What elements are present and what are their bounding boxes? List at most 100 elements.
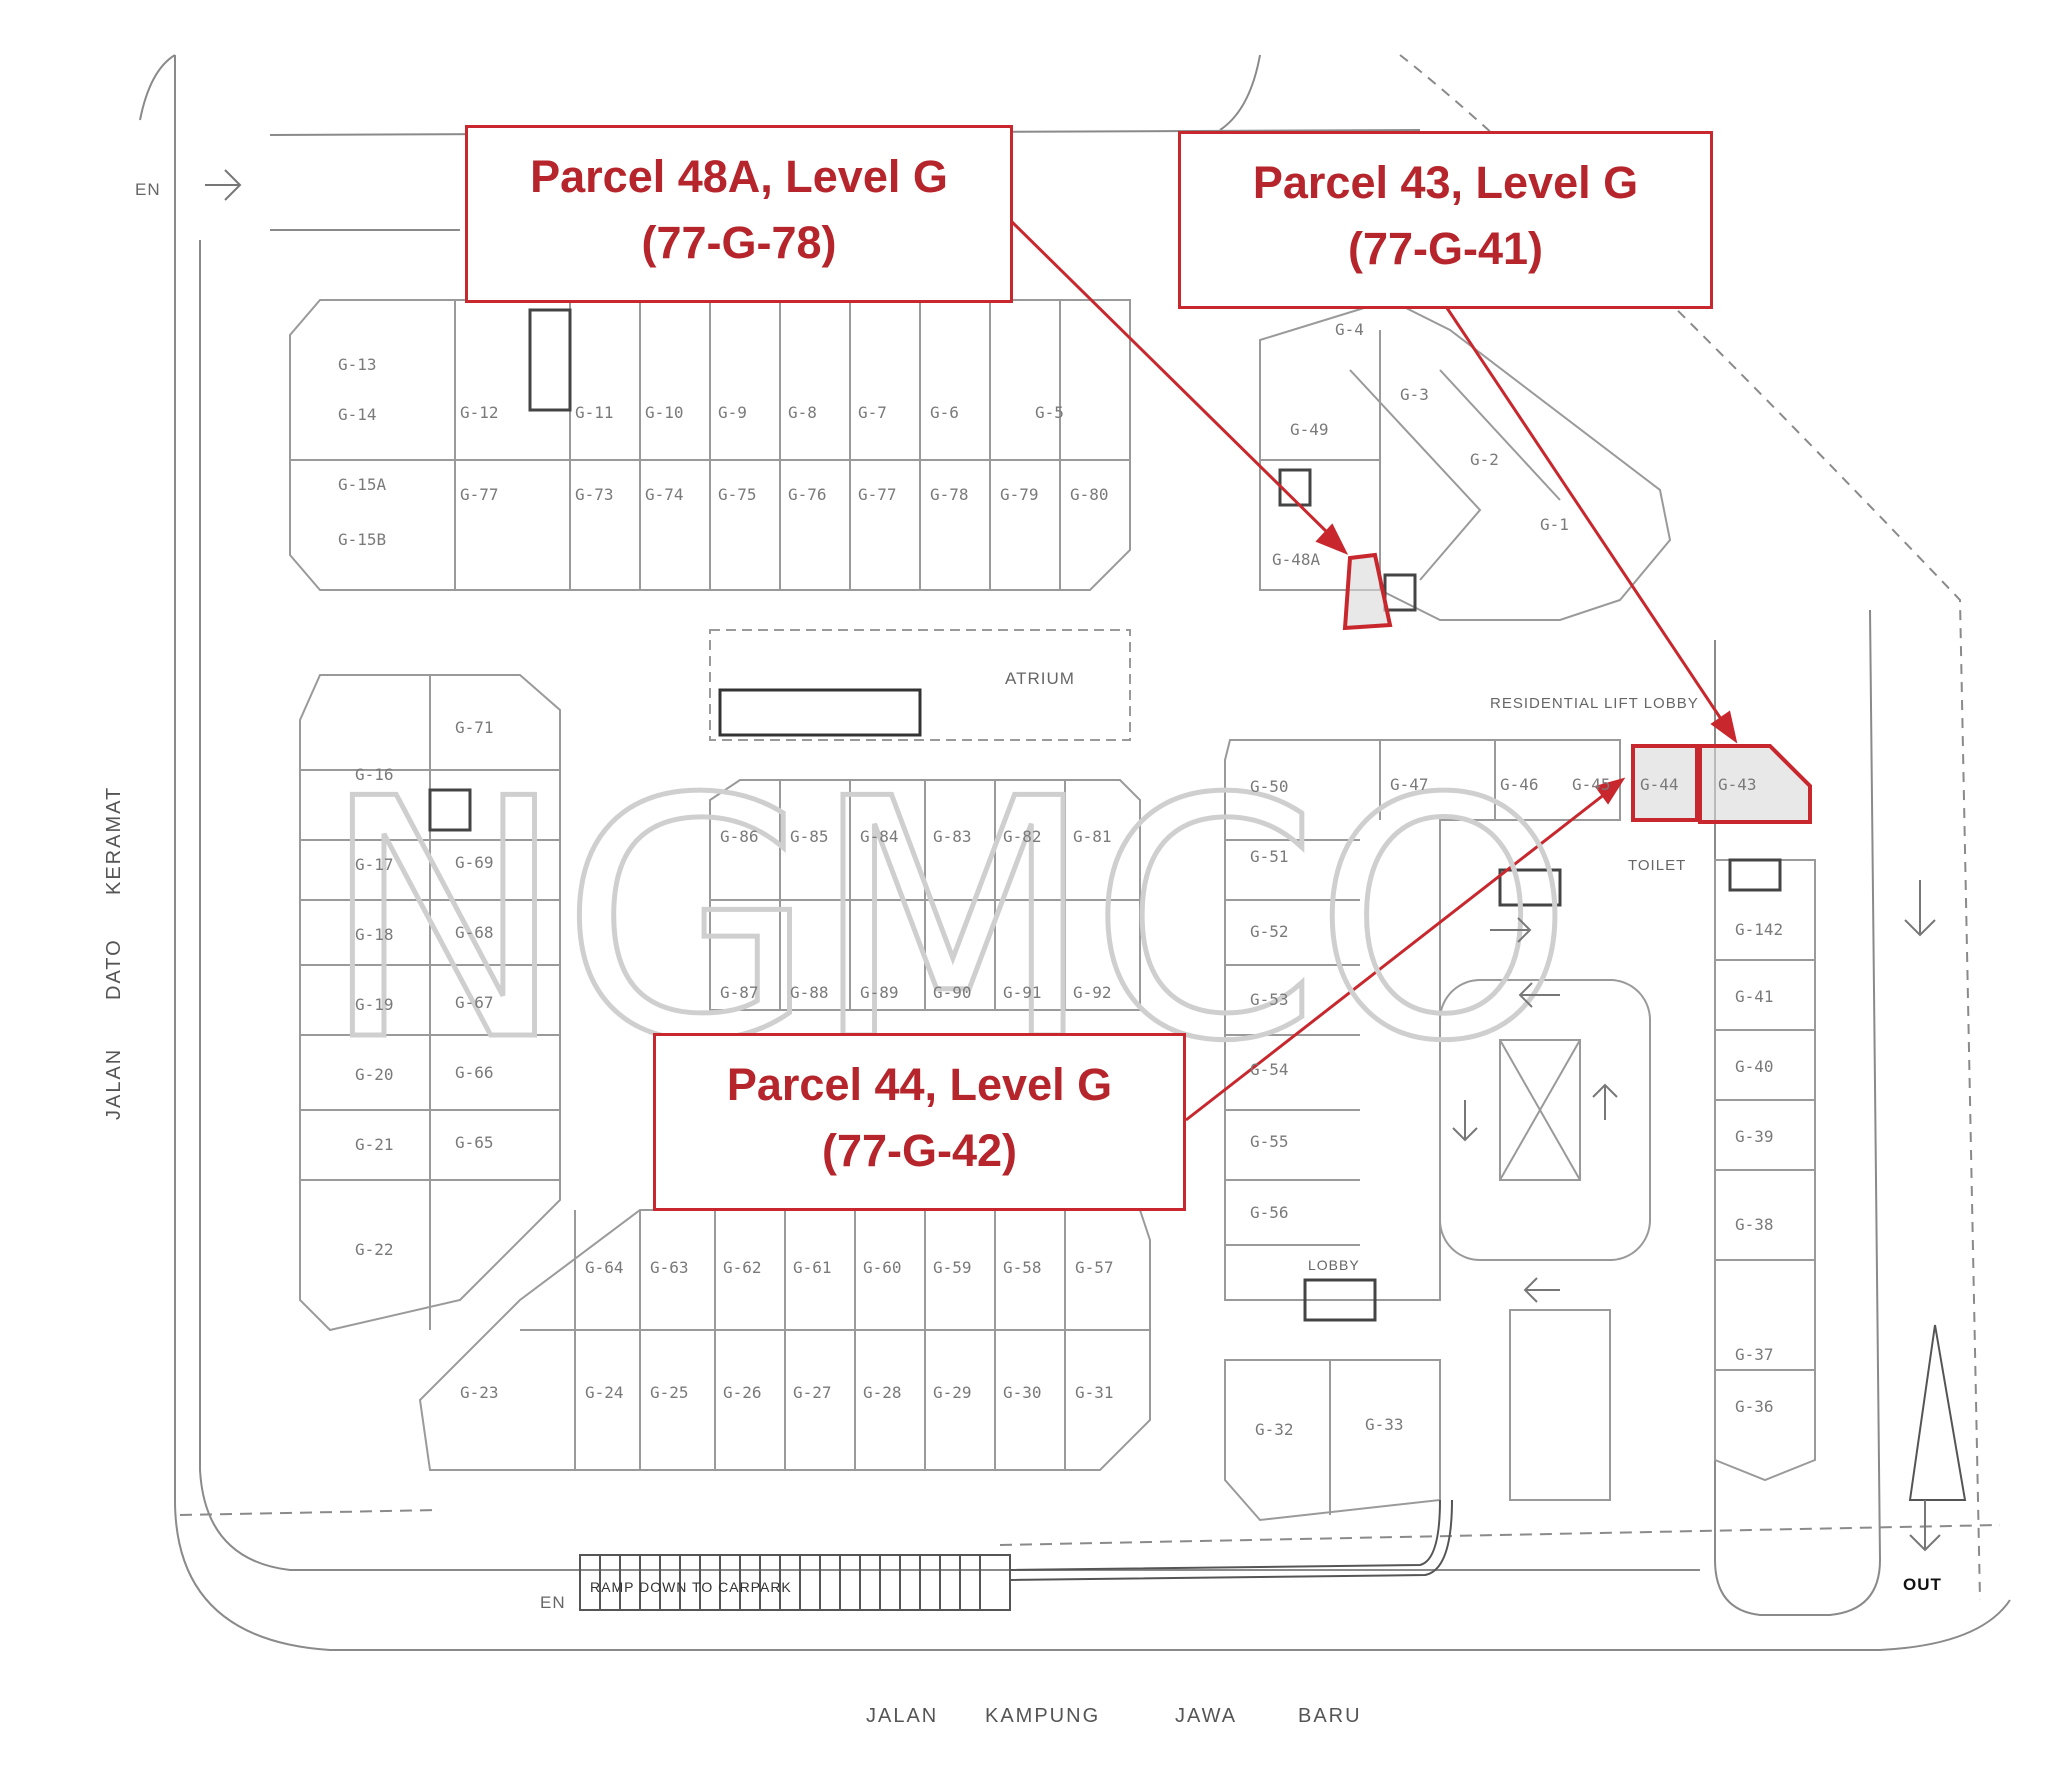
right-mid-block (1224, 739, 1651, 1522)
callout-code: (77-G-41) (1347, 223, 1544, 274)
entry-bottom-label: EN (540, 1593, 566, 1612)
callout-title: Parcel 44, Level G (726, 1059, 1113, 1110)
road-bottom-jawa: JAWA (1175, 1705, 1237, 1727)
unit-label: G-12 (460, 403, 499, 422)
unit-label: G-46 (1500, 775, 1539, 794)
unit-label: G-36 (1735, 1397, 1774, 1416)
unit-label: G-84 (860, 827, 899, 846)
unit-label: G-79 (1000, 485, 1039, 504)
callout-title: Parcel 43, Level G (1252, 157, 1639, 208)
arrow-icon (1452, 1100, 1478, 1142)
unit-label: G-77 (460, 485, 499, 504)
unit-label: G-80 (1070, 485, 1109, 504)
arrow-icon (1523, 1277, 1560, 1303)
unit-label: G-15B (338, 530, 386, 549)
unit-label: G-9 (718, 403, 747, 422)
unit-label: G-41 (1735, 987, 1774, 1006)
callout-code: (77-G-78) (641, 217, 837, 268)
unit-label: G-16 (355, 765, 394, 784)
unit-label: G-48A (1272, 550, 1321, 569)
unit-label: G-10 (645, 403, 684, 422)
unit-label: G-52 (1250, 922, 1289, 941)
unit-label: G-13 (338, 355, 377, 374)
unit-label: G-28 (863, 1383, 902, 1402)
unit-label: G-85 (790, 827, 829, 846)
road-names: JALAN DATO KERAMAT JALAN KAMPUNG JAWA BA… (103, 786, 1360, 1727)
unit-label: G-17 (355, 855, 394, 874)
unit-label: G-4 (1335, 320, 1364, 339)
unit-label: G-43 (1718, 775, 1757, 794)
unit-label: G-86 (720, 827, 759, 846)
unit-labels: G-13 G-14 G-15A G-15B G-12 G-11 G-10 G-9… (338, 320, 1783, 1439)
callout-parcel-43: Parcel 43, Level G (77-G-41) (1178, 131, 1713, 309)
ramp (579, 1324, 1967, 1611)
ramp-label: RAMP DOWN TO CARPARK (590, 1579, 792, 1595)
lift-lobby-label: RESIDENTIAL LIFT LOBBY (1490, 695, 1699, 712)
unit-label: G-26 (723, 1383, 762, 1402)
callout-arrows (1008, 218, 1738, 1122)
unit-label: G-69 (455, 853, 494, 872)
unit-label: G-7 (858, 403, 887, 422)
toilet-label: TOILET (1628, 857, 1686, 874)
unit-label: G-11 (575, 403, 614, 422)
road-bottom-kampung: KAMPUNG (985, 1705, 1100, 1727)
unit-label: G-83 (933, 827, 972, 846)
unit-label: G-50 (1250, 777, 1289, 796)
lobby-label: LOBBY (1308, 1257, 1360, 1273)
unit-label: G-23 (460, 1383, 499, 1402)
unit-label: G-19 (355, 995, 394, 1014)
unit-label: G-55 (1250, 1132, 1289, 1151)
unit-label: G-77 (858, 485, 897, 504)
left-block (299, 674, 561, 1332)
unit-label: G-82 (1003, 827, 1042, 846)
unit-label: G-73 (575, 485, 614, 504)
unit-label: G-45 (1572, 775, 1611, 794)
unit-label: G-39 (1735, 1127, 1774, 1146)
unit-label: G-15A (338, 475, 387, 494)
center-block (709, 629, 1141, 1011)
tower-block (1259, 298, 1672, 621)
unit-label: G-89 (860, 983, 899, 1002)
unit-label: G-74 (645, 485, 684, 504)
unit-label: G-31 (1075, 1383, 1114, 1402)
unit-label: G-29 (933, 1383, 972, 1402)
unit-label: G-49 (1290, 420, 1329, 439)
unit-label: G-20 (355, 1065, 394, 1084)
unit-label: G-76 (788, 485, 827, 504)
atrium-label: ATRIUM (1005, 669, 1075, 688)
unit-label: G-58 (1003, 1258, 1042, 1277)
parcel-44-highlight (1631, 744, 1699, 822)
callout-title: Parcel 48A, Level G (530, 151, 948, 202)
unit-label: G-8 (788, 403, 817, 422)
callout-parcel-48a: Parcel 48A, Level G (77-G-78) (465, 125, 1013, 303)
arrow-icon (1592, 1083, 1618, 1120)
bottom-block (418, 1209, 1151, 1471)
unit-label: G-87 (720, 983, 759, 1002)
unit-label: G-24 (585, 1383, 624, 1402)
unit-label: G-18 (355, 925, 394, 944)
unit-label: G-38 (1735, 1215, 1774, 1234)
unit-label: G-59 (933, 1258, 972, 1277)
unit-label: G-63 (650, 1258, 689, 1277)
unit-label: G-88 (790, 983, 829, 1002)
road-bottom-jalan: JALAN (866, 1705, 938, 1727)
unit-label: G-2 (1470, 450, 1499, 469)
unit-label: G-56 (1250, 1203, 1289, 1222)
unit-label: G-5 (1035, 403, 1064, 422)
right-column (1714, 858, 1816, 1482)
unit-label: G-91 (1003, 983, 1042, 1002)
parcel-48a-highlight (1342, 552, 1393, 631)
road-left-dato: DATO (103, 938, 125, 1000)
unit-label: G-51 (1250, 847, 1289, 866)
unit-label: G-68 (455, 923, 494, 942)
unit-label: G-61 (793, 1258, 832, 1277)
exit-label: OUT (1903, 1575, 1942, 1594)
unit-label: G-90 (933, 983, 972, 1002)
arrow-icon (1909, 1500, 1941, 1552)
unit-label: G-53 (1250, 990, 1289, 1009)
unit-label: G-62 (723, 1258, 762, 1277)
unit-label: G-92 (1073, 983, 1112, 1002)
unit-label: G-6 (930, 403, 959, 422)
top-block (289, 299, 1131, 591)
